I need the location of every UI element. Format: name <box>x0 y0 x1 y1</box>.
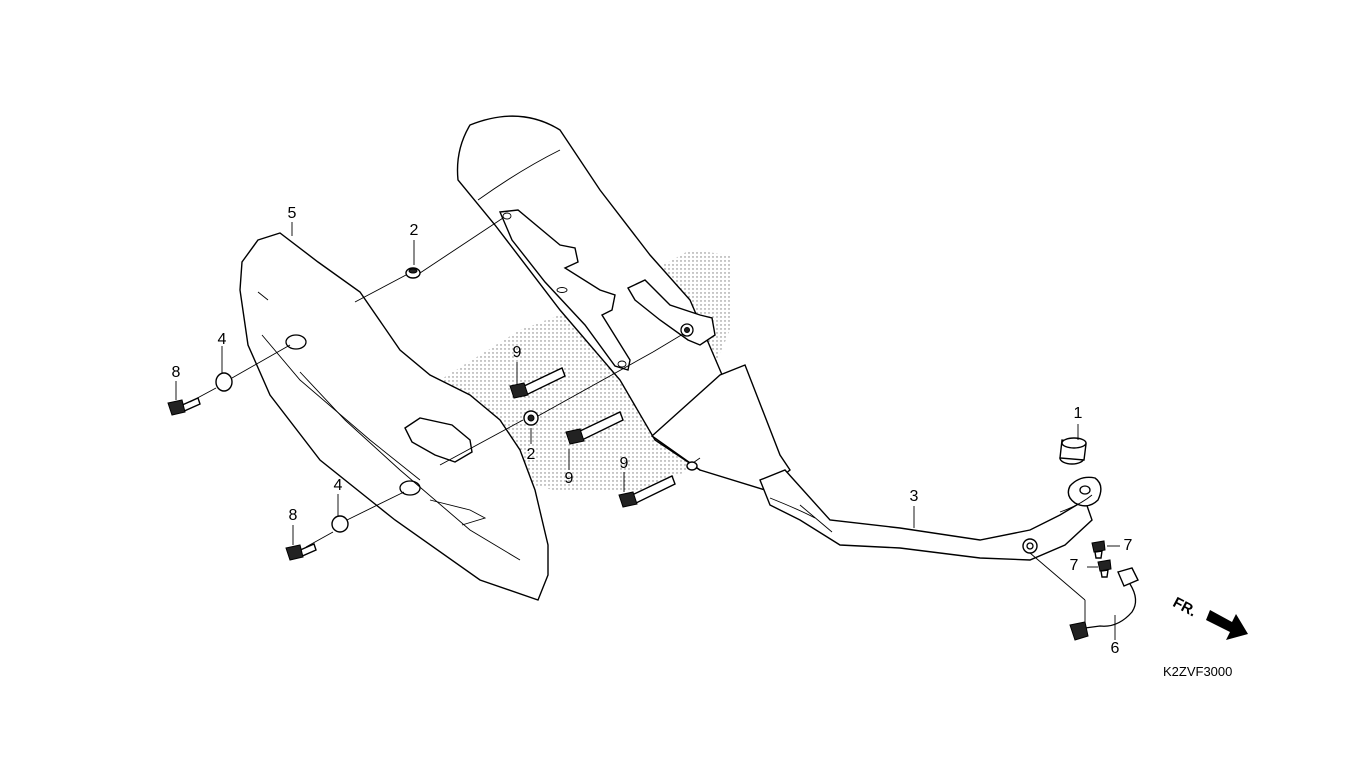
callout-2-upper: 2 <box>409 222 419 239</box>
exhaust-pipe <box>759 469 1102 561</box>
callout-1: 1 <box>1073 405 1083 422</box>
bolt-9-lower <box>618 475 676 508</box>
callout-9-upper: 9 <box>512 344 522 361</box>
gasket-part-1 <box>1059 437 1087 465</box>
callout-9-lower: 9 <box>619 455 629 472</box>
bolt-8-lower <box>285 543 317 561</box>
bolt-9-middle <box>565 411 624 445</box>
clip-7-lower <box>1097 559 1112 578</box>
sensor-6 <box>1069 567 1139 641</box>
washer-4-lower <box>331 515 349 533</box>
callout-8-upper: 8 <box>171 364 181 381</box>
callout-8-lower: 8 <box>288 507 298 524</box>
bolt-9-upper <box>509 367 566 399</box>
callout-9-middle: 9 <box>564 470 574 487</box>
leader-lines <box>175 217 1120 640</box>
clip-7-upper <box>1091 540 1106 559</box>
callout-5: 5 <box>287 205 297 222</box>
callout-3: 3 <box>909 488 919 505</box>
callout-6: 6 <box>1110 640 1120 657</box>
callout-2-lower: 2 <box>526 446 536 463</box>
callout-4-lower: 4 <box>333 477 343 494</box>
washer-4-upper <box>215 372 233 392</box>
front-direction-arrow-icon <box>1206 610 1248 640</box>
collar-2-upper <box>405 267 421 279</box>
callout-7-upper: 7 <box>1123 537 1133 554</box>
callout-4-upper: 4 <box>217 331 227 348</box>
diagram-code: K2ZVF3000 <box>1163 664 1233 679</box>
collar-2-lower <box>523 410 539 426</box>
heat-shield-cover <box>239 232 549 601</box>
muffler <box>456 115 791 491</box>
bolt-8-upper <box>167 397 201 416</box>
callout-7-lower: 7 <box>1069 557 1079 574</box>
